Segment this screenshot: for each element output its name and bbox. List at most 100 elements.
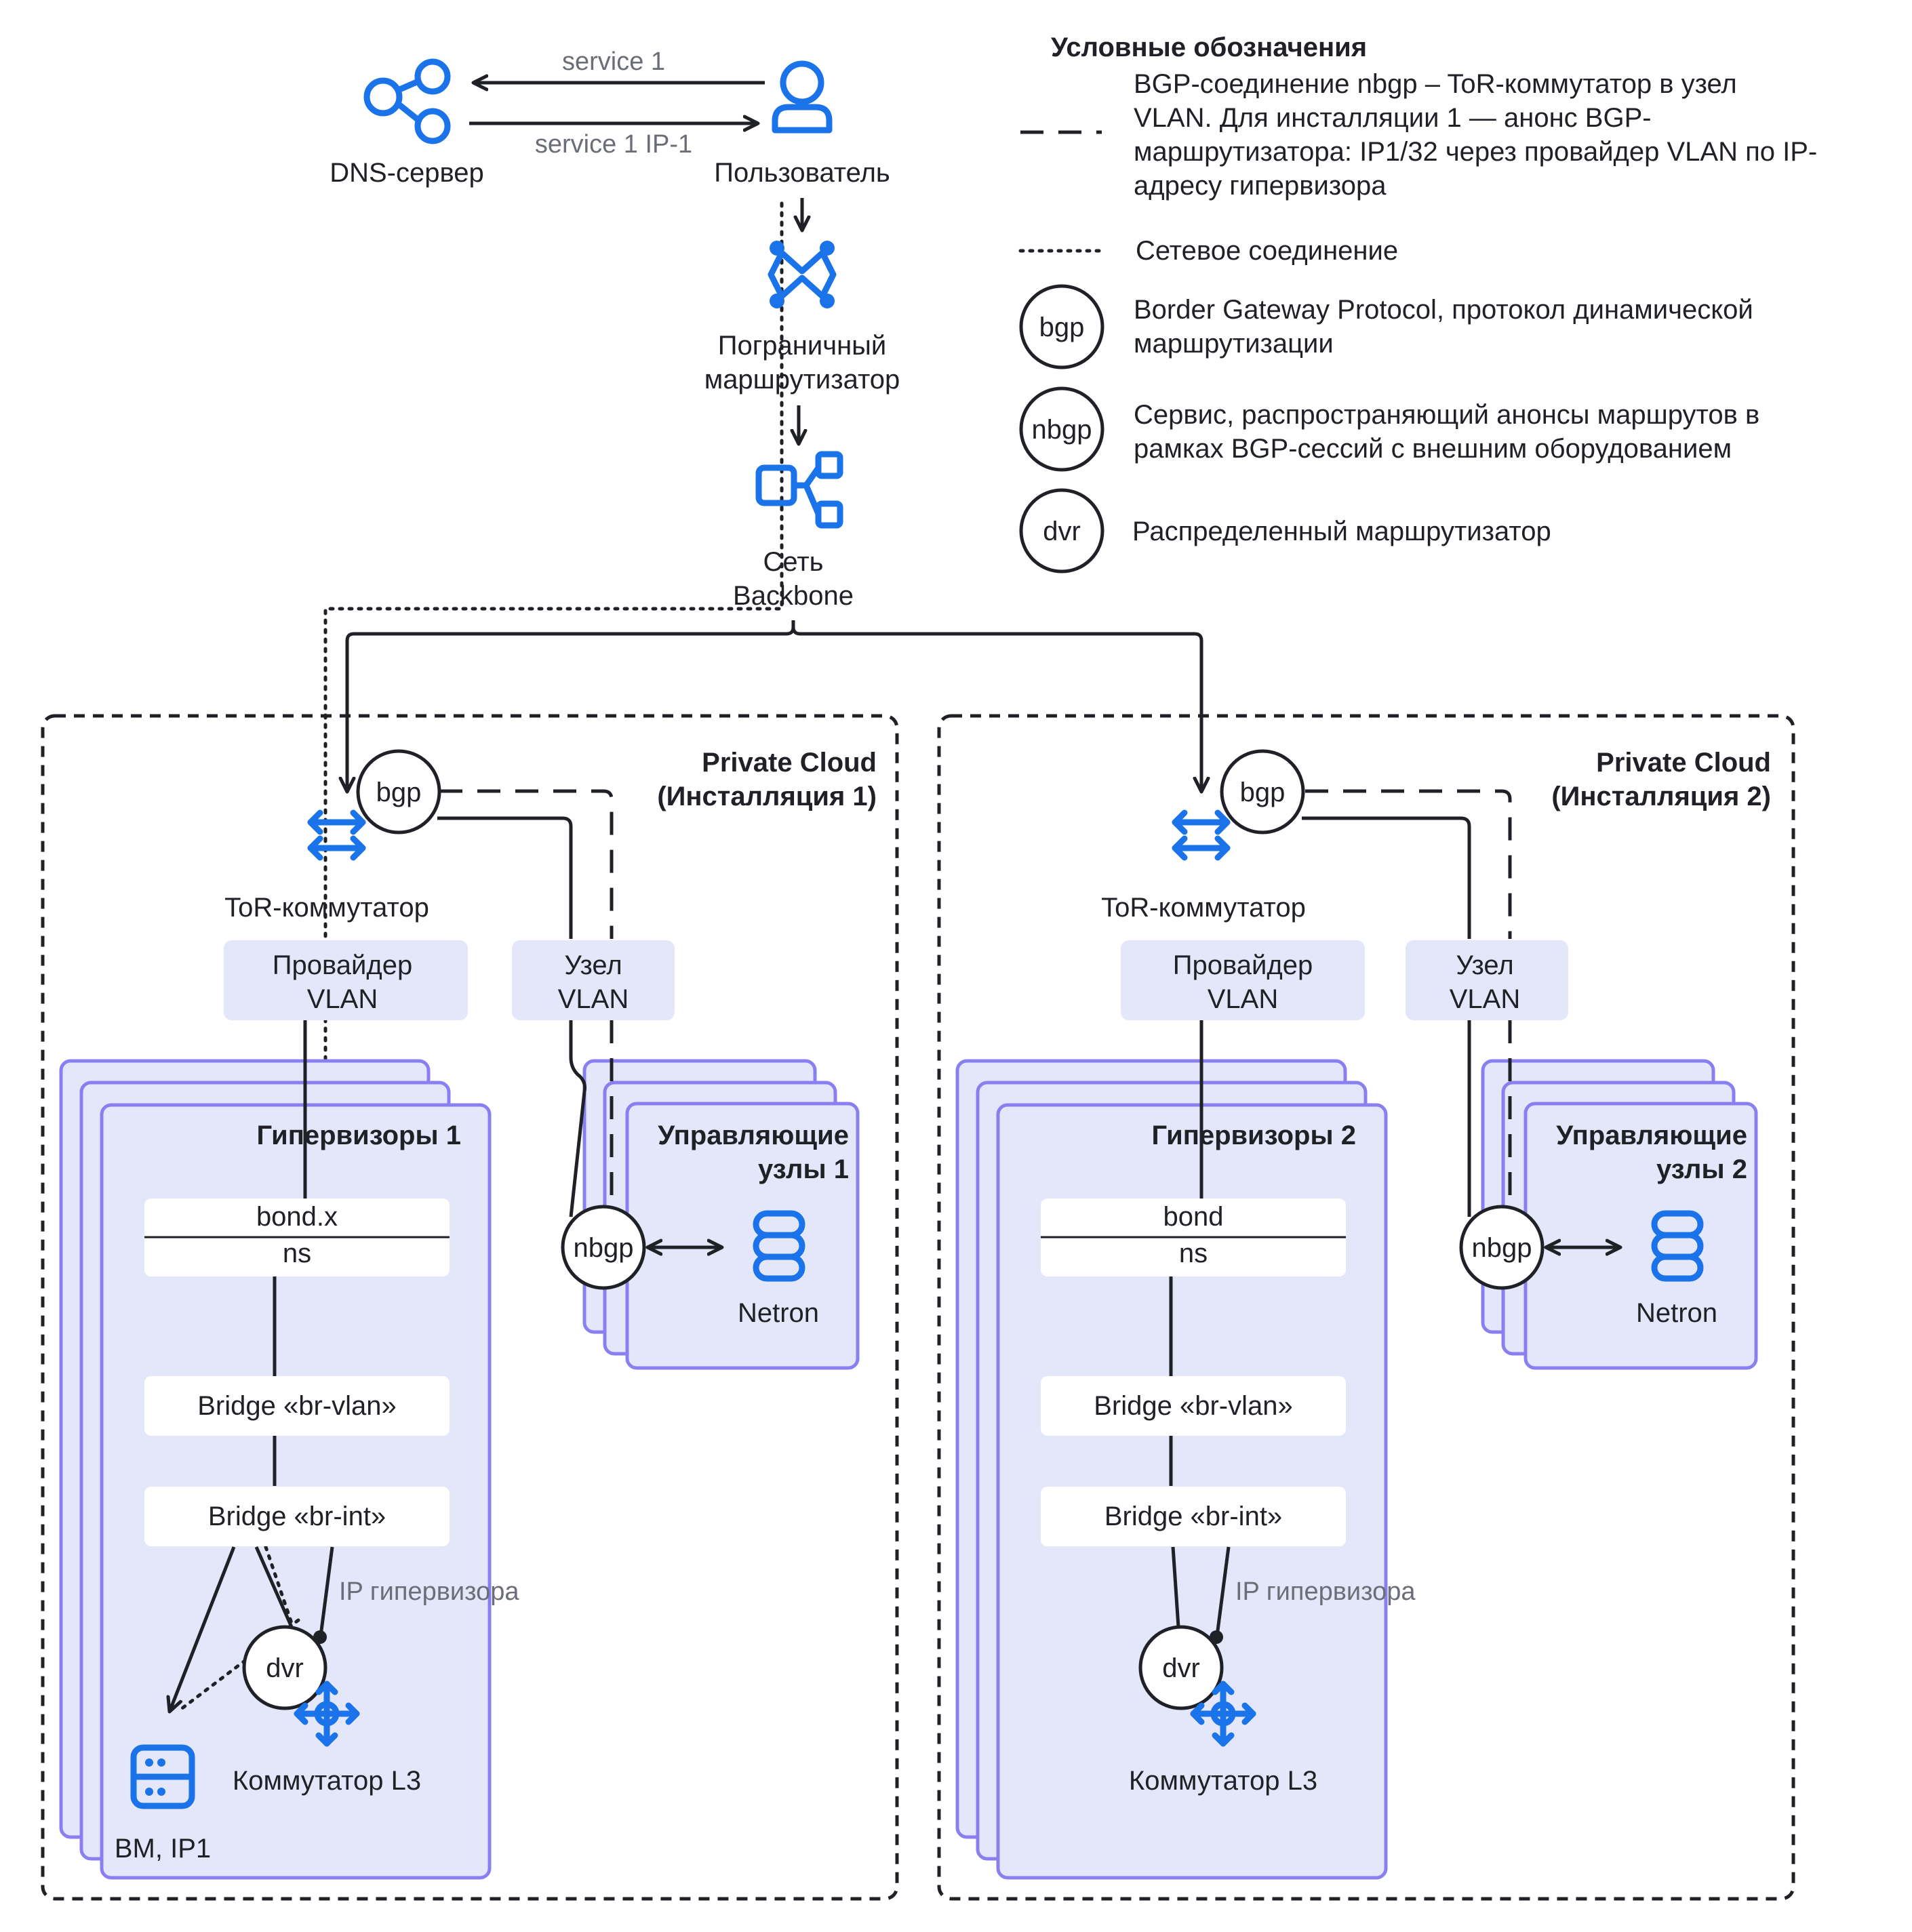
cloud2-node-vlan-1: Узел [1456, 950, 1513, 980]
cloud2-provider-vlan-box [1121, 940, 1365, 1020]
legend-dashed-text-2: VLAN. Для инсталляции 1 — анонс BGP- [1134, 103, 1652, 133]
legend-dvr-text: Распределенный маршрутизатор [1132, 517, 1551, 546]
dns-server-icon [363, 58, 451, 144]
cloud2-br-vlan-label: Bridge «br-vlan» [1094, 1391, 1293, 1421]
cloud2-bgp-circle [1220, 749, 1305, 834]
cloud2-node-vlan-box [1406, 940, 1568, 1020]
legend-title: Условные обозначения [1051, 33, 1367, 62]
cloud2-l3-switch-icon [1190, 1681, 1256, 1747]
cloud1-node-vlan-box [512, 940, 675, 1020]
service-arrow-label: service 1 [562, 47, 665, 76]
legend-dashed-text-4: адресу гипервизора [1134, 171, 1387, 201]
cloud2-bond-label: bond [1163, 1202, 1224, 1232]
service-ip-label: service 1 IP-1 [535, 130, 692, 159]
cloud2-br-vlan-box [1041, 1376, 1346, 1436]
backbone-label-1: Сеть [763, 547, 824, 577]
cloud1-brint-to-dvr-line [254, 1546, 294, 1628]
cloud1-dvr-circle [242, 1625, 327, 1710]
cloud1-provider-vlan-1: Провайдер [273, 950, 412, 980]
user-label: Пользователь [714, 158, 890, 188]
backbone-label-2: Backbone [733, 581, 854, 611]
cloud2-provider-vlan-1: Провайдер [1173, 950, 1313, 980]
cloud1-provider-vlan-2: VLAN [307, 984, 378, 1014]
cloud2-bgp-to-nodevlan-line [1302, 816, 1471, 939]
cloud2-mgmt-title-1: Управляющие [1556, 1121, 1747, 1150]
cloud1-bond-label: bond.x [256, 1202, 338, 1232]
cloud1-vm-label: ВМ, IP1 [115, 1834, 211, 1864]
cloud2-tor-switch-icon [1172, 809, 1231, 861]
legend-bgp-text-1: Border Gateway Protocol, протокол динами… [1134, 295, 1753, 325]
cloud2-nbgp-circle [1459, 1205, 1545, 1290]
cloud1-bgp-nbgp-dashed-1 [439, 789, 614, 939]
cloud1-vm-icon [130, 1744, 195, 1809]
cloud2-title-2: (Инсталляция 2) [1551, 782, 1771, 811]
cloud1-mgmt-title-1: Управляющие [658, 1121, 849, 1150]
border-router-label-2: маршрутизатор [704, 365, 900, 395]
cloud1-ns-label: ns [283, 1239, 311, 1268]
cloud1-brint-to-vm-arrow [170, 1546, 236, 1712]
cloud2-br-int-box [1041, 1487, 1346, 1546]
cloud1-tor-switch-icon [307, 809, 366, 861]
legend-dvr-symbol-label: dvr [1043, 517, 1081, 546]
backbone-network-icon [755, 451, 843, 529]
legend-nbgp-symbol [1019, 386, 1104, 472]
cloud1-ip-hypervisor-label: IP гипервизора [339, 1577, 519, 1606]
cloud2-netron-label: Netron [1636, 1298, 1717, 1328]
cloud1-bgp-to-nodevlan-line [437, 816, 573, 939]
cloud1-node-vlan-1: Узел [564, 950, 622, 980]
cloud1-boundary [41, 714, 899, 1901]
cloud1-hyp-ip-line [319, 1546, 334, 1636]
legend-dashed-text-3: маршрутизатора: IP1/32 через провайдер V… [1134, 137, 1817, 167]
cloud2-bgp-nbgp-dashed-1 [1305, 789, 1512, 939]
cloud1-netron-icon [753, 1210, 805, 1282]
cloud1-nbgp-circle [561, 1205, 646, 1290]
cloud2-l3-label: Коммутатор L3 [1129, 1766, 1317, 1796]
cloud2-ns-label: ns [1179, 1239, 1208, 1268]
cloud2-mgmt-title-2: узлы 2 [1656, 1154, 1747, 1184]
cloud1-br-vlan-box [144, 1376, 450, 1436]
legend-bgp-symbol [1019, 284, 1104, 369]
legend-bgp-text-2: маршрутизации [1134, 329, 1334, 359]
legend-dotted-text: Сетевое соединение [1136, 236, 1398, 266]
legend-dashed-text-1: BGP-соединение nbgp – ToR-коммутатор в у… [1134, 69, 1737, 99]
cloud2-node-vlan-2: VLAN [1450, 984, 1521, 1014]
cloud1-bgp-circle [356, 749, 441, 834]
cloud2-bgp-label: bgp [1240, 778, 1286, 807]
cloud1-br-int-box [144, 1487, 450, 1546]
cloud1-l3-label: Коммутатор L3 [233, 1766, 421, 1796]
cloud2-brint-to-dvr-line [1171, 1546, 1180, 1628]
legend-nbgp-text-1: Сервис, распространяющий анонсы маршруто… [1134, 400, 1759, 430]
cloud1-tor-label: ToR-коммутатор [224, 893, 429, 923]
legend-dvr-symbol [1019, 488, 1104, 573]
cloud2-boundary [937, 714, 1795, 1901]
cloud2-ip-hypervisor-label: IP гипервизора [1235, 1577, 1416, 1606]
cloud1-provider-vlan-box [224, 940, 468, 1020]
cloud2-tor-label: ToR-коммутатор [1101, 893, 1306, 923]
cloud1-dotted-dvr-line [264, 1545, 295, 1629]
cloud1-br-int-label: Bridge «br-int» [208, 1502, 386, 1531]
legend-nbgp-symbol-label: nbgp [1032, 415, 1092, 445]
cloud1-l3-switch-icon [294, 1681, 360, 1747]
cloud1-title-2: (Инсталляция 1) [657, 782, 877, 811]
cloud1-title-1: Private Cloud [702, 748, 877, 778]
border-router-icon [768, 241, 837, 308]
cloud2-hyp-ip-line [1215, 1546, 1231, 1636]
cloud2-dvr-label: dvr [1162, 1653, 1200, 1683]
cloud2-dvr-circle [1138, 1625, 1224, 1710]
cloud2-hypervisors-title: Гипервизоры 2 [1151, 1121, 1356, 1150]
legend-nbgp-text-2: рамках BGP-сессий с внешним оборудование… [1134, 434, 1732, 464]
cloud1-nbgp-label: nbgp [574, 1233, 634, 1263]
cloud2-provider-vlan-2: VLAN [1208, 984, 1279, 1014]
cloud1-dvr-label: dvr [266, 1653, 304, 1683]
cloud1-hypervisors-title: Гипервизоры 1 [256, 1121, 461, 1150]
private-cloud-2: Private Cloud (Инсталляция 2) Провайдер … [937, 714, 1795, 1901]
cloud2-br-int-label: Bridge «br-int» [1104, 1502, 1282, 1531]
user-icon [772, 60, 833, 134]
backbone-to-cloud2-line [791, 626, 1201, 792]
cloud2-nbgp-label: nbgp [1472, 1233, 1532, 1263]
cloud1-netron-label: Netron [738, 1298, 819, 1328]
cloud1-nodevlan-to-nbgp-line [569, 1020, 586, 1217]
private-cloud-1: Private Cloud (Инсталляция 1) Провайдер … [41, 714, 899, 1901]
cloud2-netron-icon [1651, 1210, 1704, 1282]
cloud1-mgmt-title-2: узлы 1 [758, 1154, 849, 1184]
